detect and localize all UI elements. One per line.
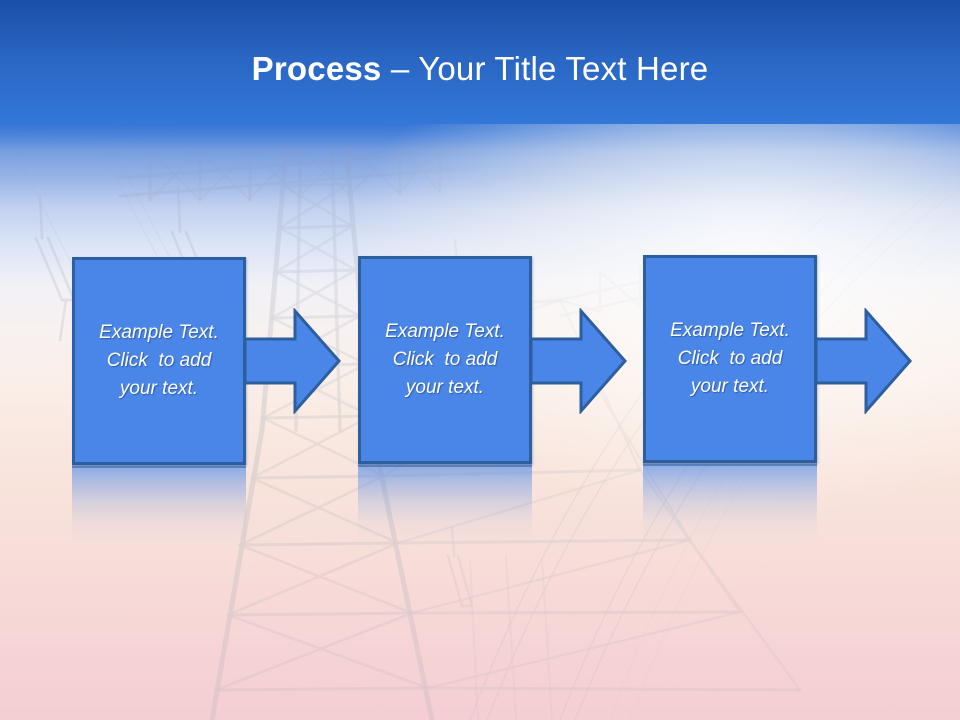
step-1-text-line-2: Click to add: [106, 350, 212, 371]
step-3-text-line-1: Example Text.: [670, 320, 790, 341]
page-title-separator: –: [381, 50, 419, 87]
step-3-text: Example Text. Click to add your text.: [643, 317, 817, 401]
step-1-text: Example Text. Click to add your text.: [72, 319, 246, 403]
step-3-arrow-icon[interactable]: [814, 307, 912, 415]
step-2-text-line-2: Click to add: [392, 349, 498, 370]
step-2-box[interactable]: [358, 256, 532, 464]
step-1-text-line-1: Example Text.: [99, 322, 219, 343]
step-3-reflection-edge: [643, 463, 817, 466]
step-2-reflection: [358, 465, 532, 543]
step-1-arrow-icon[interactable]: [243, 307, 341, 415]
step-1-reflection: [72, 466, 246, 544]
process-step-2[interactable]: Example Text. Click to add your text.: [358, 256, 532, 464]
step-1-reflection-edge: [72, 465, 246, 468]
page-title-regular: Your Title Text Here: [418, 50, 709, 87]
page-title: Process – Your Title Text Here: [0, 49, 960, 89]
page-title-bold: Process: [251, 50, 382, 87]
step-2-arrow-icon[interactable]: [529, 307, 627, 415]
step-2-reflection-edge: [358, 464, 532, 467]
title-band: [0, 0, 960, 124]
step-2-text-line-1: Example Text.: [385, 321, 505, 342]
step-1-text-line-3: your text.: [119, 378, 199, 399]
step-2-text-line-3: your text.: [405, 377, 485, 398]
step-2-text: Example Text. Click to add your text.: [358, 318, 532, 402]
step-3-text-line-2: Click to add: [677, 348, 783, 369]
process-step-1[interactable]: Example Text. Click to add your text.: [72, 257, 246, 465]
step-1-box[interactable]: [72, 257, 246, 465]
process-step-3[interactable]: Example Text. Click to add your text.: [643, 255, 817, 463]
step-3-box[interactable]: [643, 255, 817, 463]
step-3-reflection: [643, 464, 817, 542]
step-3-text-line-3: your text.: [690, 376, 770, 397]
